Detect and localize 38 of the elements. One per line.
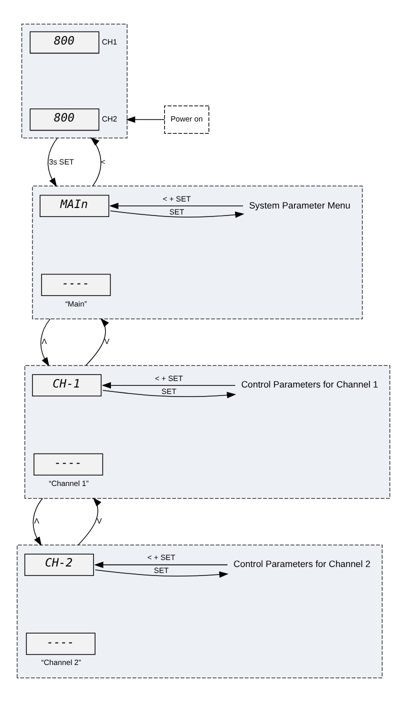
edge-label: < + SET [154,373,183,382]
edge-label: SET [169,206,184,216]
arrow [40,318,51,366]
arrow [94,568,228,578]
edge-label: 3s SET [48,157,74,166]
edge-label: Λ [34,516,40,526]
cluster [21,23,128,138]
cluster [16,544,383,678]
edge-label: < + SET [162,194,191,203]
arrow [85,318,109,366]
edge-label: SET [154,566,169,575]
arrow [78,497,102,545]
arrow [102,390,236,398]
node-text: Control Parameters for Channel 1 [241,379,378,390]
node-label: CH1 [102,36,118,46]
node-label: “Main” [65,298,87,308]
arrow [90,136,102,186]
edge-label: V [104,336,110,346]
node-text: System Parameter Menu [249,200,350,210]
edge-label: Λ [42,336,47,346]
arrow [109,202,244,209]
edge-label: SET [162,386,176,396]
edge-label: < [100,157,106,166]
arrow [126,116,165,122]
arrow [110,210,244,218]
edge-label: V [96,516,102,526]
node-label: “Channel 2” [41,658,82,667]
cluster [32,185,363,319]
node-text: Control Parameters for Channel 2 [234,558,370,569]
node-label: “Channel 1” [48,478,89,488]
arrow [94,561,228,568]
edge-label: < + SET [147,552,176,562]
cluster [24,364,390,498]
arrow [102,382,236,388]
node-label: CH2 [102,114,118,124]
arrow [32,498,43,546]
node-box: Power on [164,105,210,134]
arrow [48,137,58,187]
